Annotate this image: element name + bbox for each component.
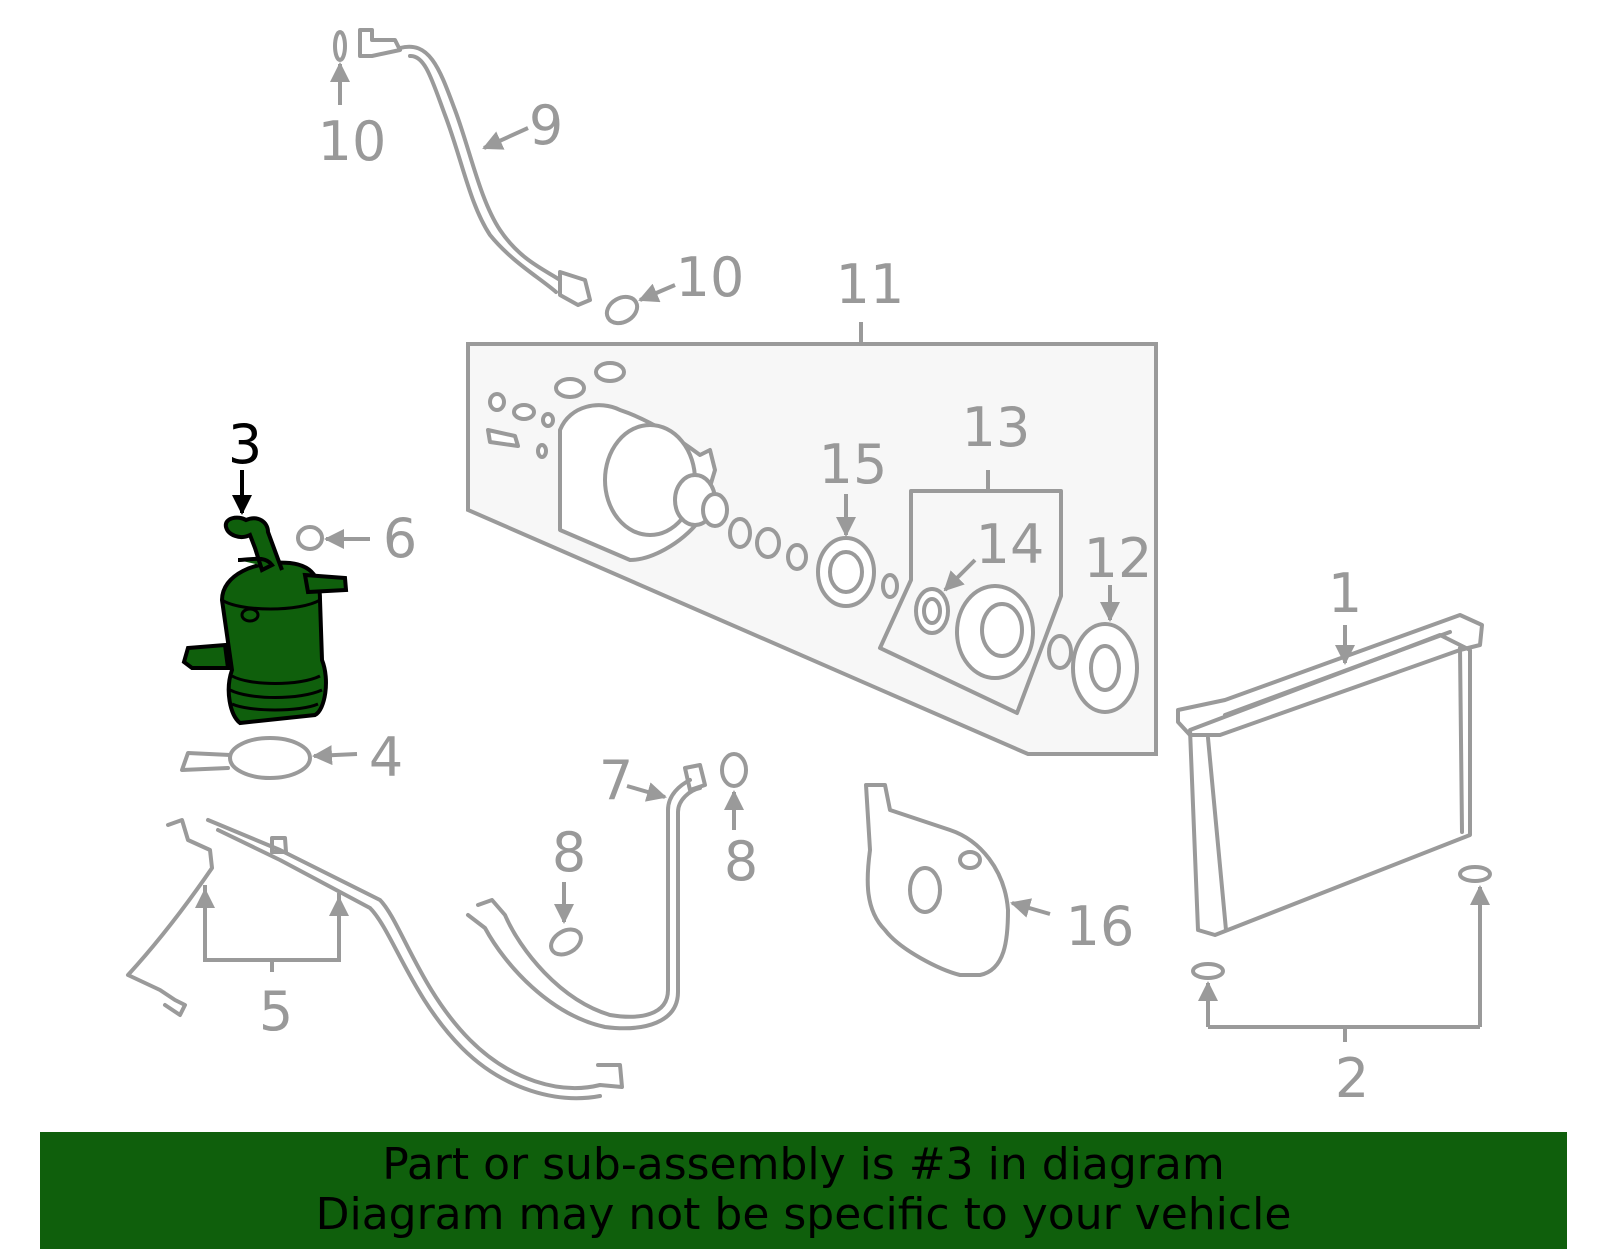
callout-3: 3 bbox=[228, 413, 262, 476]
callout-12: 12 bbox=[1084, 527, 1153, 590]
callout-1: 1 bbox=[1328, 562, 1362, 625]
o-ring-part-10 bbox=[604, 294, 640, 326]
callout-13: 13 bbox=[962, 396, 1031, 459]
pulley-part-15 bbox=[816, 536, 876, 608]
hose-part-5 bbox=[126, 818, 624, 1101]
accumulator-part-3 bbox=[181, 515, 349, 726]
bearing-part-14 bbox=[914, 587, 950, 635]
callout-9: 9 bbox=[529, 94, 563, 157]
cap-part-6 bbox=[296, 525, 324, 551]
banner-line-disclaimer: Diagram may not be specific to your vehi… bbox=[315, 1189, 1292, 1240]
callout-8-lower: 8 bbox=[552, 821, 586, 884]
banner-line-part: Part or sub-assembly is #3 in diagram bbox=[382, 1139, 1225, 1190]
bracket-part-4 bbox=[180, 736, 312, 780]
callout-6: 6 bbox=[383, 507, 417, 570]
hose-part-7 bbox=[466, 763, 707, 1031]
info-banner: Part or sub-assembly is #3 in diagram Di… bbox=[40, 1132, 1567, 1249]
compressor-assembly-part-11 bbox=[466, 322, 1158, 756]
callout-14: 14 bbox=[976, 513, 1045, 576]
callout-7: 7 bbox=[599, 749, 633, 812]
clutch-kit-part-13 bbox=[878, 489, 1063, 715]
bracket-part-16 bbox=[864, 783, 1010, 977]
hose-part-9 bbox=[333, 28, 592, 307]
callout-10-middle: 10 bbox=[676, 246, 745, 309]
callout-8-upper: 8 bbox=[724, 830, 758, 893]
callout-15: 15 bbox=[819, 433, 888, 496]
callout-2: 2 bbox=[1335, 1047, 1369, 1110]
o-ring-part-2-right bbox=[1458, 865, 1492, 883]
callout-10-top: 10 bbox=[318, 110, 387, 173]
condenser-part-1 bbox=[1176, 613, 1484, 937]
o-ring-part-8-lower bbox=[549, 927, 583, 957]
callout-11: 11 bbox=[836, 253, 905, 316]
callout-16: 16 bbox=[1066, 895, 1135, 958]
o-ring-part-8-upper bbox=[720, 752, 748, 788]
callout-5: 5 bbox=[259, 980, 293, 1043]
callout-4: 4 bbox=[369, 726, 403, 789]
clutch-plate-part-12 bbox=[1071, 622, 1139, 714]
o-ring-part-2-left bbox=[1191, 962, 1225, 980]
